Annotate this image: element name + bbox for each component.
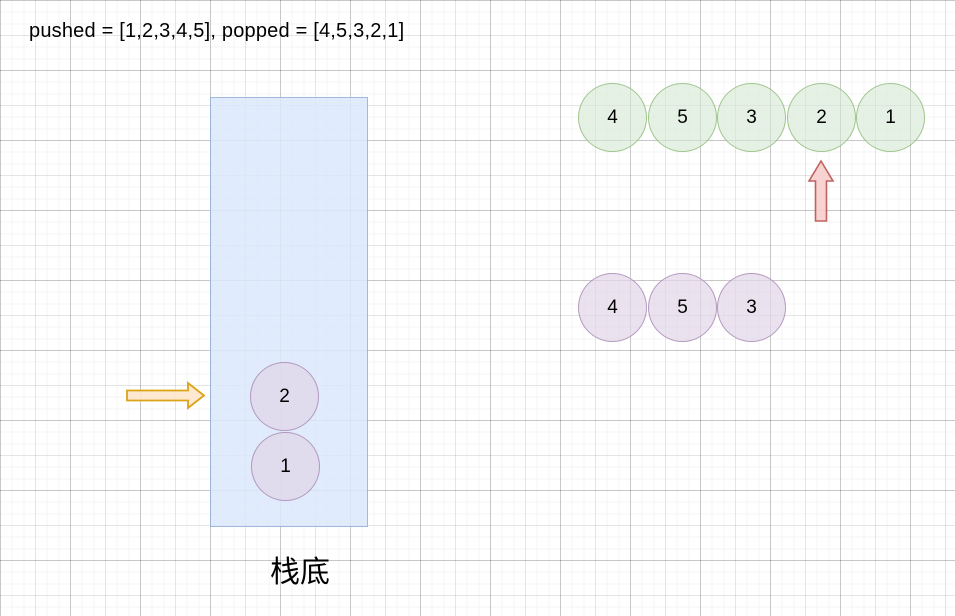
popped-item-circle: 5 — [648, 273, 717, 342]
popped-item-value: 3 — [746, 297, 757, 318]
stack-item-value: 1 — [280, 456, 291, 477]
stack-item-circle: 2 — [250, 362, 319, 431]
pop-order-value: 4 — [607, 107, 618, 128]
pop-order-value: 2 — [816, 107, 827, 128]
pop-order-circle: 1 — [856, 83, 925, 152]
pop-order-circle: 3 — [717, 83, 786, 152]
pop-order-circle: 2 — [787, 83, 856, 152]
stack-bottom-label: 栈底 — [270, 556, 330, 589]
pop-order-value: 3 — [746, 107, 757, 128]
popped-item-circle: 3 — [717, 273, 786, 342]
popped-item-value: 4 — [607, 297, 618, 318]
pop-arrow-icon — [807, 159, 835, 222]
stack-item-circle: 1 — [251, 432, 320, 501]
stack-item-value: 2 — [279, 386, 290, 407]
push-arrow-icon — [126, 381, 206, 410]
popped-item-circle: 4 — [578, 273, 647, 342]
sequence-text: pushed = [1,2,3,4,5], popped = [4,5,3,2,… — [29, 20, 405, 42]
pop-order-circle: 4 — [578, 83, 647, 152]
pop-order-value: 1 — [885, 107, 896, 128]
popped-item-value: 5 — [677, 297, 688, 318]
pop-order-value: 5 — [677, 107, 688, 128]
pop-order-circle: 5 — [648, 83, 717, 152]
